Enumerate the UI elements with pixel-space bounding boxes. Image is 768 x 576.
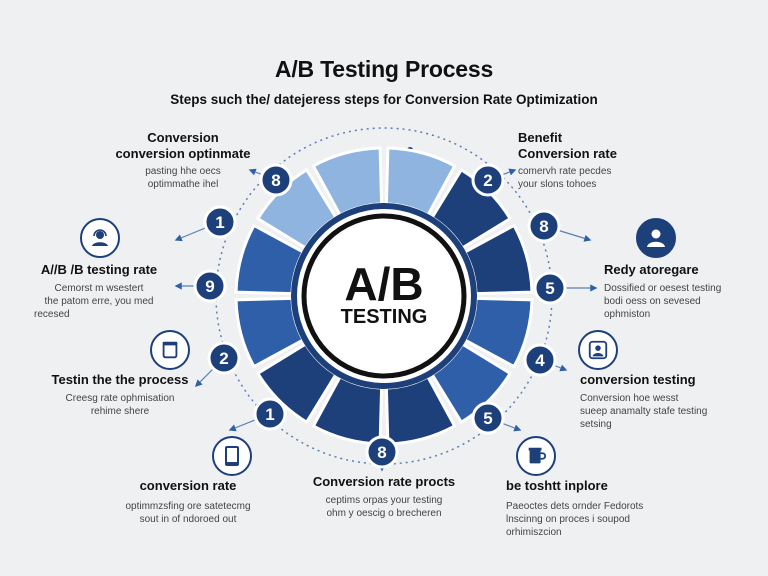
label-bottom-center: Conversion rate procts ceptims orpas you…	[312, 474, 456, 519]
center-title: A/B	[344, 258, 423, 310]
user-check-icon	[578, 330, 618, 370]
step-badge: 8	[259, 163, 293, 197]
badge-number: 8	[539, 217, 548, 236]
label-lower-left: Testin the the process Creesg rate ophmi…	[51, 372, 189, 417]
step-badge: 8	[365, 435, 399, 469]
step-badge: 5	[533, 271, 567, 305]
label-top-left: Conversion conversion optinmate pasting …	[115, 130, 251, 191]
diagram-subtitle: Steps such the/ datejeress steps for Con…	[170, 92, 598, 107]
label-bottom-left: conversion rate optimmzsfing ore satetec…	[125, 478, 251, 525]
badge-circle	[207, 341, 241, 375]
badge-circle	[471, 401, 505, 435]
label-bottom-right: be toshtt inplore Paeoctes dets ornder F…	[506, 478, 644, 538]
badge-circle	[533, 271, 567, 305]
tablet-icon	[212, 436, 252, 476]
badge-circle	[193, 269, 227, 303]
badge-number: 8	[377, 443, 386, 462]
label-top-right: Benefit Conversion rate comervh rate pec…	[518, 130, 617, 191]
diagram-title: A/B Testing Process	[274, 56, 494, 82]
badge-number: 2	[219, 349, 228, 368]
badge-circle	[365, 435, 399, 469]
step-badge: 1	[203, 205, 237, 239]
step-badges: 8 2 1 8 9 5 2 4 1 5 8	[193, 163, 567, 469]
document-icon	[150, 330, 190, 370]
badge-circle	[259, 163, 293, 197]
badge-number: 4	[535, 351, 545, 370]
user-support-icon	[80, 218, 120, 258]
label-lower-right: conversion testing Conversion hoe wesst …	[580, 372, 708, 430]
badge-number: 5	[545, 279, 554, 298]
step-badge: 5	[471, 401, 505, 435]
step-badge: 2	[207, 341, 241, 375]
badge-number: 1	[215, 213, 224, 232]
badge-number: 2	[483, 171, 492, 190]
badge-circle	[203, 205, 237, 239]
badge-number: 5	[483, 409, 492, 428]
user-profile-icon	[636, 218, 676, 258]
badge-circle	[253, 397, 287, 431]
label-mid-right: Redy atoregare Dossified or oesest testi…	[604, 262, 722, 320]
badge-circle	[523, 343, 557, 377]
step-badge: 2	[471, 163, 505, 197]
label-mid-left: A//B /B testing rate Cemorst m wsestert …	[34, 262, 158, 320]
badge-number: 9	[205, 277, 214, 296]
badge-number: 1	[265, 405, 274, 424]
wheel-segments	[234, 146, 534, 446]
center-subtitle: TESTING	[341, 306, 428, 328]
step-badge: 8	[527, 209, 561, 243]
badge-circle	[527, 209, 561, 243]
step-badge: 1	[253, 397, 287, 431]
center-ring-inner	[301, 213, 467, 379]
badge-circle	[471, 163, 505, 197]
cup-icon	[516, 436, 556, 476]
step-badge: 4	[523, 343, 557, 377]
step-badge: 9	[193, 269, 227, 303]
badge-number: 8	[271, 171, 280, 190]
